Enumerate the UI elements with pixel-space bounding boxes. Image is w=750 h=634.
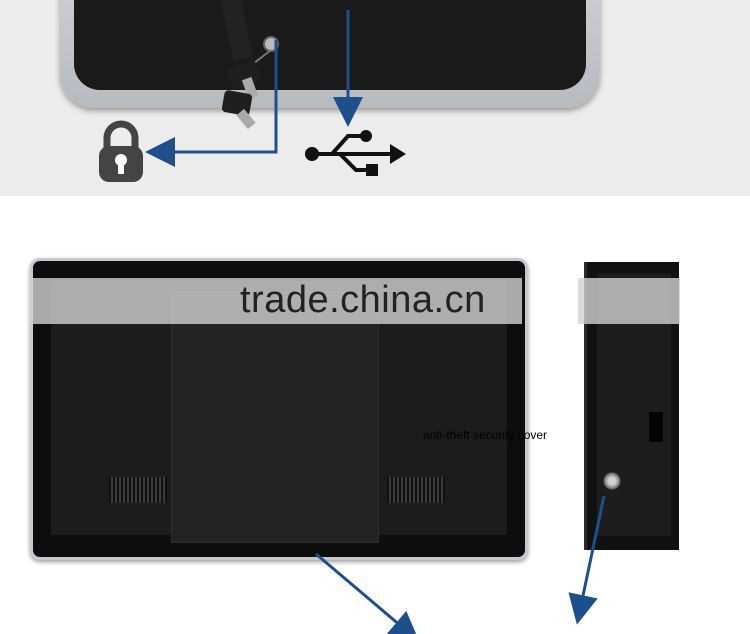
speaker-grill-right — [387, 477, 445, 503]
top-arrows — [145, 10, 363, 167]
watermark-text: trade.china.cn — [240, 279, 486, 321]
bottom-photo-area: trade.china.cn — [0, 196, 750, 634]
usb-icon — [305, 130, 406, 176]
speaker-grill-left — [109, 477, 167, 503]
monitor-top-edge — [60, 0, 600, 108]
monitor-back-inner — [74, 0, 586, 90]
bottom-arrows — [315, 495, 606, 634]
top-detail-panel — [0, 0, 750, 196]
side-port-slot — [649, 412, 663, 442]
padlock-icon — [99, 120, 143, 182]
key-icon — [218, 0, 279, 130]
center-cover-panel — [171, 291, 379, 543]
watermark-band-left — [30, 278, 522, 324]
watermark-band-right — [578, 278, 680, 324]
keyhole-icon — [603, 472, 621, 490]
caption-anti-theft: anti-theft security cover — [423, 428, 548, 442]
